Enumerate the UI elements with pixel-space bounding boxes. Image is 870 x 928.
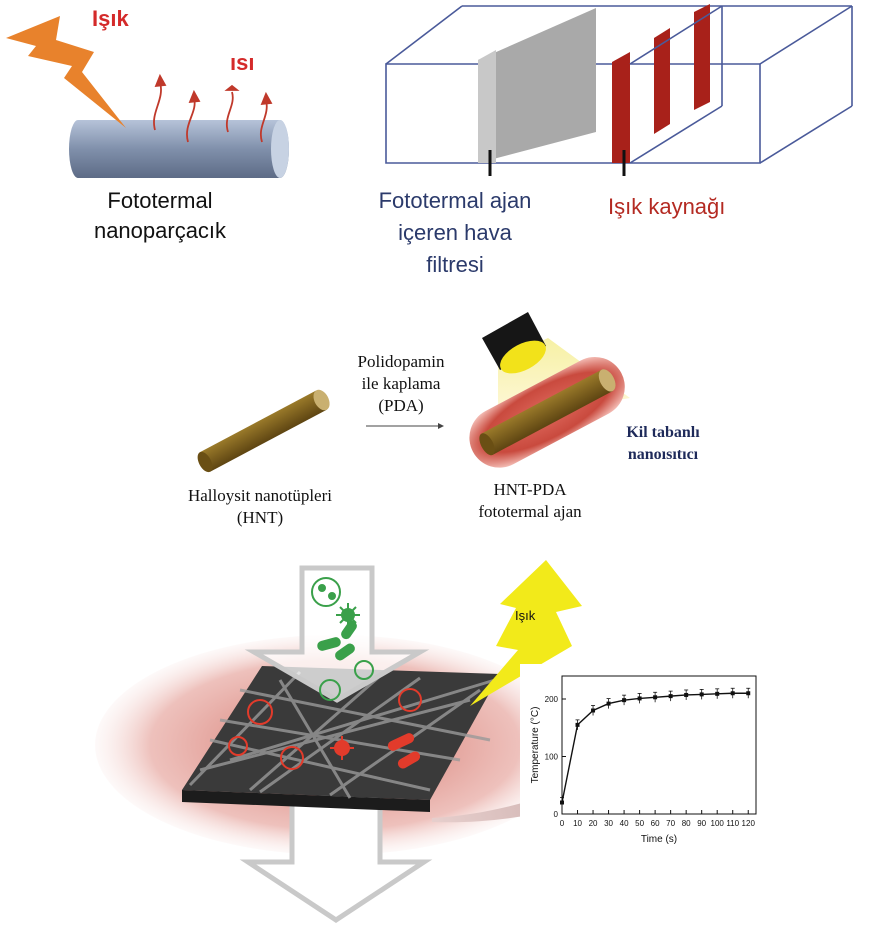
y-tick-label: 100 [545, 753, 559, 762]
x-tick-label: 60 [651, 819, 660, 828]
x-axis-label: Time (s) [641, 834, 677, 845]
temperature-data-point [684, 693, 688, 697]
temperature-data-point [731, 691, 735, 695]
x-tick-label: 70 [666, 819, 675, 828]
x-tick-label: 110 [726, 819, 739, 828]
y-tick-label: 200 [545, 695, 559, 704]
temperature-data-point [669, 694, 673, 698]
temperature-data-point [746, 691, 750, 695]
x-tick-label: 0 [560, 819, 565, 828]
x-tick-label: 30 [604, 819, 613, 828]
x-tick-label: 120 [742, 819, 756, 828]
x-tick-label: 100 [711, 819, 725, 828]
temperature-series-line [562, 693, 748, 802]
temperature-data-point [622, 698, 626, 702]
x-tick-label: 20 [589, 819, 598, 828]
temperature-data-point [638, 696, 642, 700]
temperature-chart: 01020304050607080901001101200100200Time … [520, 664, 768, 858]
light-label-bottom: Işık [515, 608, 535, 623]
temperature-data-point [576, 723, 580, 727]
x-tick-label: 90 [697, 819, 706, 828]
y-axis-label: Temperature (°C) [530, 707, 541, 784]
temperature-data-point [653, 695, 657, 699]
temperature-data-point [700, 692, 704, 696]
temperature-data-point [591, 709, 595, 713]
x-tick-label: 50 [635, 819, 644, 828]
temperature-chart-svg: 01020304050607080901001101200100200Time … [520, 664, 768, 858]
temperature-data-point [607, 702, 611, 706]
x-tick-label: 40 [620, 819, 629, 828]
y-tick-label: 0 [554, 810, 559, 819]
temperature-data-point [560, 801, 564, 805]
temperature-data-point [715, 692, 719, 696]
x-tick-label: 10 [573, 819, 582, 828]
x-tick-label: 80 [682, 819, 691, 828]
